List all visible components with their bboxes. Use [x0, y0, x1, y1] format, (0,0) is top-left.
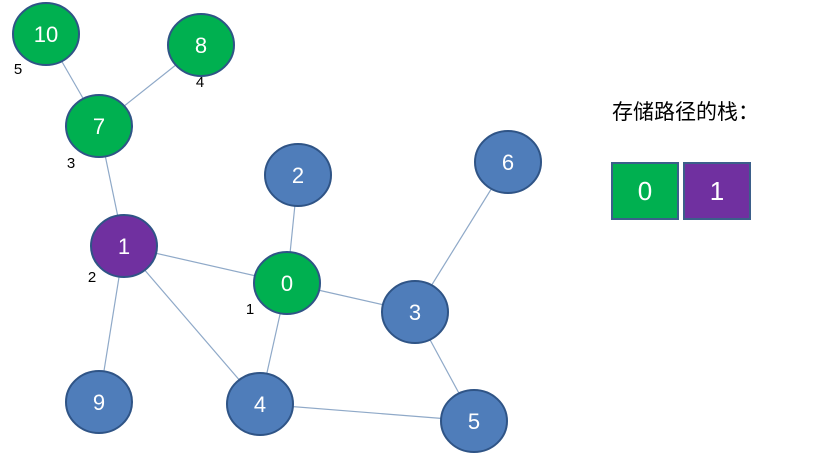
node-label-4: 4: [254, 392, 266, 417]
node-label-3: 3: [409, 300, 421, 325]
node-label-8: 8: [195, 33, 207, 58]
node-label-7: 7: [93, 114, 105, 139]
node-10: [12, 2, 80, 66]
node-4: [226, 372, 294, 436]
node-label-9: 9: [93, 390, 105, 415]
node-7: [65, 94, 133, 158]
node-1: [90, 214, 158, 278]
node-3: [381, 280, 449, 344]
node-0: [253, 251, 321, 315]
visit-order-1: 2: [88, 269, 96, 286]
stack-cell-1: 1: [683, 162, 751, 220]
node-6: [474, 130, 542, 194]
visit-order-10: 5: [14, 61, 22, 78]
visit-order-8: 4: [196, 74, 204, 91]
stack-title: 存储路径的栈：: [612, 100, 759, 124]
stack-cell-0: 0: [611, 162, 679, 220]
node-8: [167, 13, 235, 77]
node-label-6: 6: [502, 150, 514, 175]
node-5: [440, 389, 508, 453]
node-label-2: 2: [292, 163, 304, 188]
node-label-10: 10: [34, 22, 58, 47]
edge-4-5: [259, 403, 475, 422]
path-stack: 0 1: [611, 162, 751, 220]
visit-order-7: 3: [67, 155, 75, 172]
node-9: [65, 370, 133, 434]
node-label-1: 1: [118, 234, 130, 259]
edge-1-4: [123, 245, 261, 405]
node-label-0: 0: [281, 271, 293, 296]
nodes-layer: 10 5 8 4 7 3 1 2 2 0 1 6 3 9 4 5: [12, 2, 542, 453]
node-label-5: 5: [468, 409, 480, 434]
node-2: [264, 143, 332, 207]
visit-order-0: 1: [246, 301, 254, 318]
